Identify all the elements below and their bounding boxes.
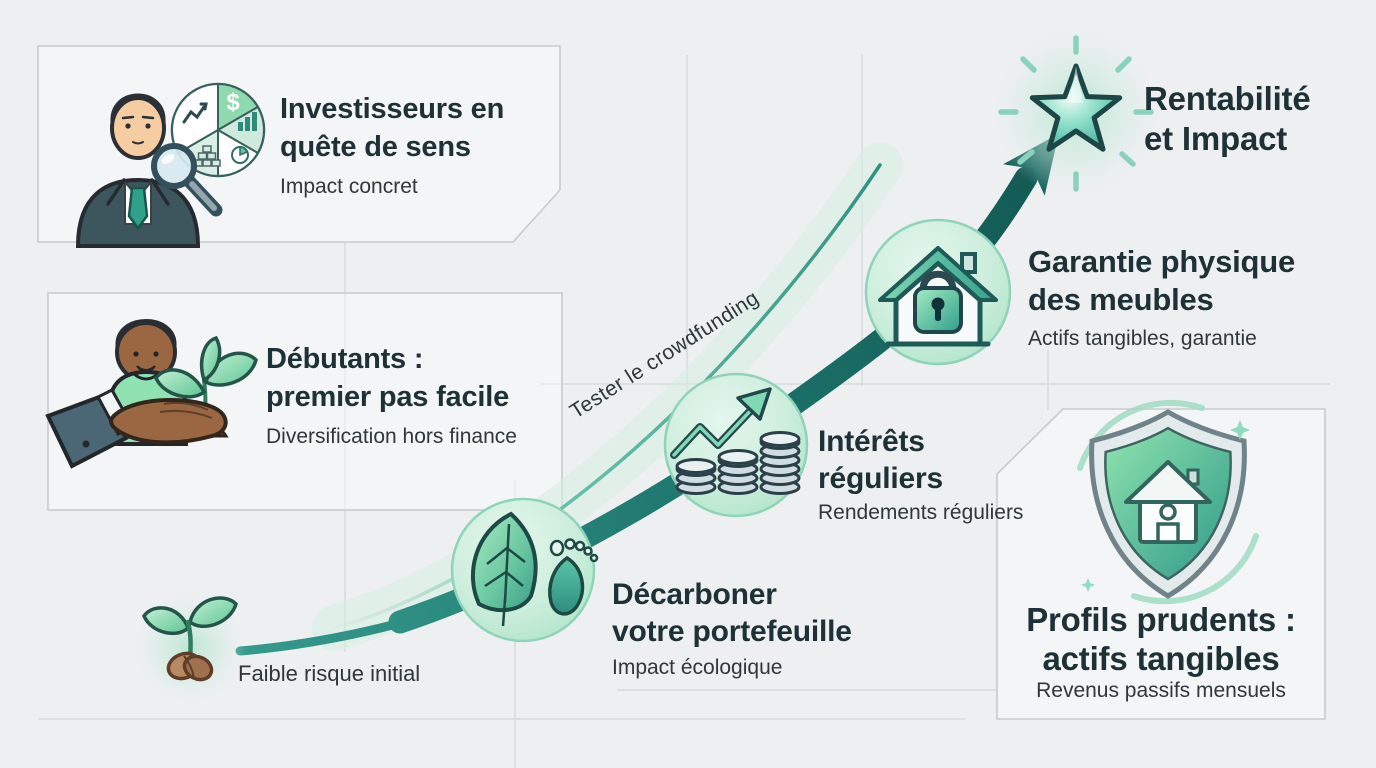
summit-title: Rentabilité et Impact	[1144, 79, 1311, 159]
garantie-title-line-2: des meubles	[1028, 282, 1214, 317]
prudent-card-title: Profils prudents : actifs tangibles	[997, 600, 1325, 678]
investors-title-line-1: Investisseurs en	[280, 93, 505, 125]
shield-house-icon	[1077, 399, 1259, 605]
trend-arrow-glyph	[182, 102, 208, 124]
summit-title-line-2: et Impact	[1144, 120, 1288, 157]
decarboner-title-line-1: Décarboner	[612, 578, 777, 611]
interets-title-line-1: Intérêts	[818, 425, 925, 458]
hand-holding-plant-icon	[45, 319, 258, 469]
start-point-label: Faible risque initial	[238, 661, 421, 686]
dollar-glyph: $	[226, 89, 240, 116]
house-in-shield-icon	[1124, 460, 1212, 544]
milestone-garantie-title: Garantie physique des meubles	[1028, 243, 1295, 319]
milestone-decarboner-subtitle: Impact écologique	[612, 656, 783, 679]
milestone-garantie-subtitle: Actifs tangibles, garantie	[1028, 327, 1257, 350]
star-icon	[991, 27, 1161, 197]
crowdfunding-trend-line	[333, 163, 882, 630]
interets-title-line-2: réguliers	[818, 462, 943, 495]
summit-title-line-1: Rentabilité	[1144, 80, 1311, 117]
milestone-interets-title: Intérêts réguliers	[818, 423, 943, 497]
sprout-seed-icon	[134, 592, 246, 704]
beginners-card-subtitle: Diversification hors finance	[266, 425, 517, 448]
mini-bar-chart-glyph	[238, 112, 257, 131]
prudent-card-subtitle: Revenus passifs mensuels	[1036, 679, 1286, 702]
investors-card-title: Investisseurs en quête de sens	[280, 90, 504, 166]
investors-title-line-2: quête de sens	[280, 131, 471, 163]
beginners-title-line-2: premier pas facile	[266, 381, 510, 413]
mini-pie-glyph	[231, 146, 249, 164]
beginners-card-title: Débutants : premier pas facile	[266, 340, 509, 416]
magnifier-icon	[151, 143, 223, 217]
leaf-footprint-icon	[470, 511, 599, 627]
house-padlock-icon	[878, 246, 998, 347]
prudent-title-line-2: actifs tangibles	[1042, 640, 1280, 677]
sparkle-icon	[1081, 578, 1095, 592]
investors-card-subtitle: Impact concret	[280, 175, 418, 198]
garantie-title-line-1: Garantie physique	[1028, 244, 1296, 279]
milestone-decarboner-title: Décarboner votre portefeuille	[612, 576, 852, 650]
coins-growth-arrow-icon	[670, 387, 801, 495]
decarboner-title-line-2: votre portefeuille	[612, 615, 852, 648]
milestone-interets-subtitle: Rendements réguliers	[818, 501, 1024, 524]
bricks-glyph	[193, 145, 221, 167]
beginners-title-line-1: Débutants :	[266, 343, 424, 375]
businessman-magnifier-piechart-icon: $	[75, 82, 266, 248]
prudent-title-line-1: Profils prudents :	[1026, 601, 1296, 638]
sparkle-icon	[1230, 420, 1250, 440]
pie-chart-icon: $	[170, 82, 266, 178]
